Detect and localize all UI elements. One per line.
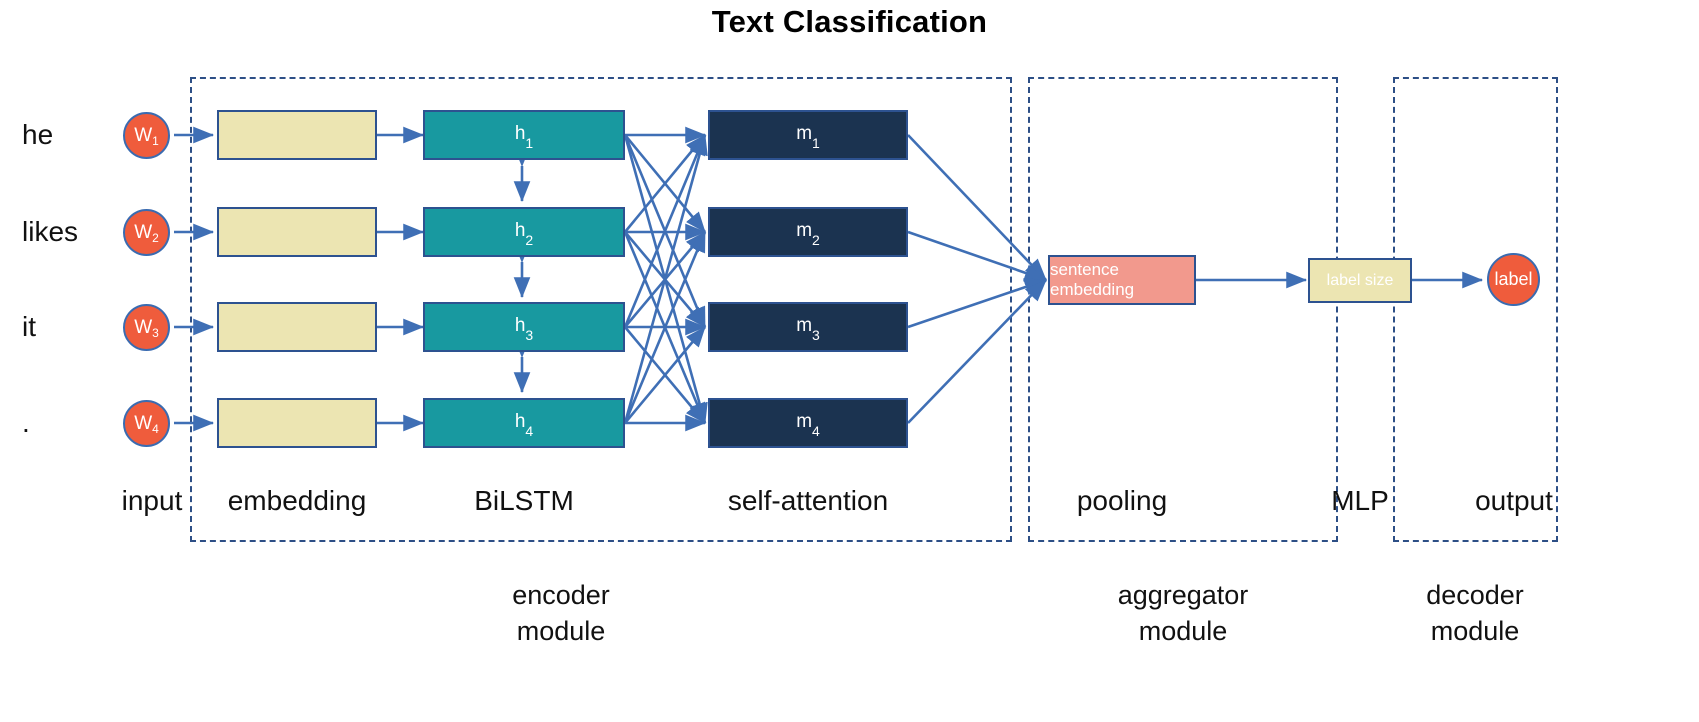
bilstm-subscript: 4 bbox=[525, 422, 534, 439]
token-subscript: 1 bbox=[152, 133, 159, 148]
module-caption-decoder-line1: decoder bbox=[1426, 580, 1524, 610]
attention-subscript: 1 bbox=[812, 134, 820, 151]
token-circle-w3[interactable]: W3 bbox=[123, 304, 170, 351]
attention-base: m bbox=[796, 411, 813, 433]
embedding-box[interactable] bbox=[217, 207, 377, 257]
stage-label-self-attention: self-attention bbox=[727, 485, 889, 516]
output-label-circle[interactable]: label bbox=[1487, 253, 1540, 306]
input-word: it bbox=[22, 311, 36, 342]
bilstm-subscript: 1 bbox=[525, 134, 534, 151]
bilstm-base: h bbox=[514, 315, 526, 337]
token-subscript: 3 bbox=[152, 325, 159, 340]
bilstm-subscript: 3 bbox=[525, 326, 534, 343]
stage-label-pooling: pooling bbox=[1076, 485, 1168, 516]
stage-label-bilstm: BiLSTM bbox=[474, 485, 574, 516]
input-word: he bbox=[22, 119, 54, 150]
module-caption-aggregator-line1: aggregator bbox=[1117, 580, 1249, 610]
token-base: W bbox=[134, 316, 153, 338]
module-caption-encoder-line1: encoder bbox=[512, 580, 610, 610]
aggregator-module-boundary bbox=[1028, 77, 1338, 542]
module-caption-encoder-line2: module bbox=[516, 615, 606, 646]
module-caption-decoder-line2: module bbox=[1430, 615, 1520, 646]
attention-base: m bbox=[796, 220, 813, 242]
bilstm-base: h bbox=[514, 220, 526, 242]
attention-box-m1[interactable]: m1 bbox=[708, 110, 908, 160]
decoder-module-boundary bbox=[1393, 77, 1558, 542]
token-base: W bbox=[134, 124, 153, 146]
bilstm-box-h1[interactable]: h1 bbox=[423, 110, 625, 160]
bilstm-base: h bbox=[514, 411, 526, 433]
stage-label-embedding: embedding bbox=[227, 485, 367, 516]
module-caption-decoder: decoder module bbox=[1315, 578, 1635, 649]
attention-box-m2[interactable]: m2 bbox=[708, 207, 908, 257]
page-title: Text Classification bbox=[711, 4, 988, 39]
attention-subscript: 3 bbox=[812, 326, 820, 343]
bilstm-subscript: 2 bbox=[525, 231, 534, 248]
label-size-box[interactable]: label size bbox=[1308, 258, 1412, 303]
stage-label-mlp: MLP bbox=[1331, 485, 1389, 516]
token-subscript: 2 bbox=[152, 230, 159, 245]
bilstm-box-h2[interactable]: h2 bbox=[423, 207, 625, 257]
attention-subscript: 2 bbox=[812, 231, 820, 248]
embedding-box[interactable] bbox=[217, 110, 377, 160]
attention-subscript: 4 bbox=[812, 422, 820, 439]
token-circle-w4[interactable]: W4 bbox=[123, 400, 170, 447]
stage-label-input: input bbox=[121, 485, 183, 516]
bilstm-box-h3[interactable]: h3 bbox=[423, 302, 625, 352]
token-circle-w2[interactable]: W2 bbox=[123, 209, 170, 256]
attention-box-m3[interactable]: m3 bbox=[708, 302, 908, 352]
module-caption-encoder: encoder module bbox=[401, 578, 721, 649]
attention-base: m bbox=[796, 123, 813, 145]
embedding-box[interactable] bbox=[217, 302, 377, 352]
token-base: W bbox=[134, 412, 153, 434]
token-subscript: 4 bbox=[152, 421, 159, 436]
sentence-embedding-box[interactable]: sentence embedding bbox=[1048, 255, 1196, 305]
token-base: W bbox=[134, 221, 153, 243]
attention-base: m bbox=[796, 315, 813, 337]
embedding-box[interactable] bbox=[217, 398, 377, 448]
module-caption-aggregator-line2: module bbox=[1138, 615, 1228, 646]
bilstm-base: h bbox=[514, 123, 526, 145]
module-caption-aggregator: aggregator module bbox=[1023, 578, 1343, 649]
stage-label-output: output bbox=[1475, 485, 1553, 516]
input-word: . bbox=[22, 407, 30, 438]
attention-box-m4[interactable]: m4 bbox=[708, 398, 908, 448]
input-word: likes bbox=[22, 216, 79, 247]
token-circle-w1[interactable]: W1 bbox=[123, 112, 170, 159]
bilstm-box-h4[interactable]: h4 bbox=[423, 398, 625, 448]
